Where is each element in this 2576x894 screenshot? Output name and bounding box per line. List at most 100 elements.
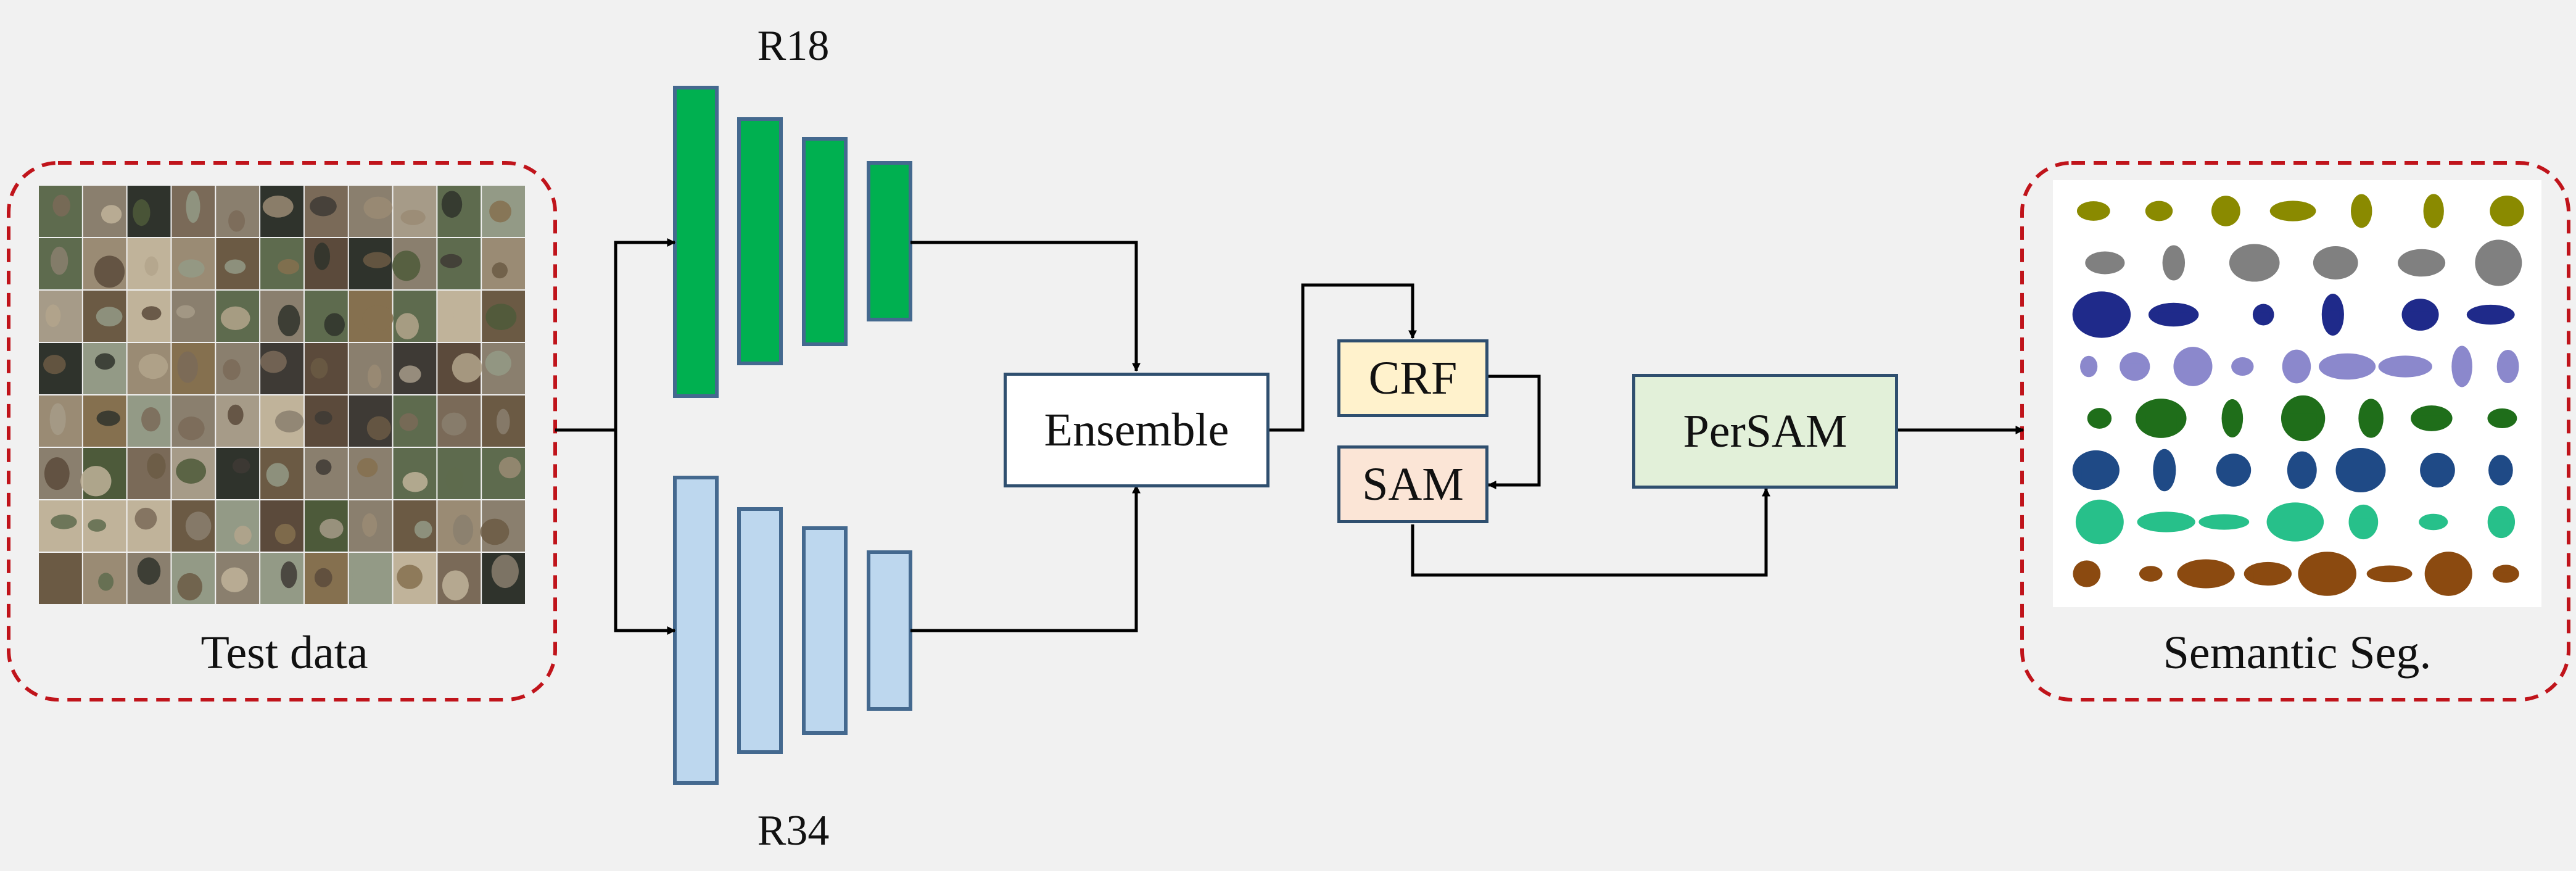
segmentation-mask: [2298, 552, 2356, 596]
photo-subject: [134, 507, 157, 530]
segmentation-mask: [2487, 408, 2517, 429]
segmentation-mask-part: [2407, 260, 2436, 273]
arrow-to-r18: [614, 238, 676, 430]
photo-subject: [43, 355, 66, 375]
segmentation-mask: [2466, 304, 2515, 325]
segmentation-mask-part: [2427, 207, 2440, 223]
segmentation-mask: [2475, 239, 2522, 286]
photo-subject: [366, 416, 391, 441]
segmentation-mask-part: [2419, 415, 2445, 428]
segmentation-mask: [2282, 349, 2311, 384]
photo-subject: [314, 242, 331, 270]
semantic-seg-label: Semantic Seg.: [2163, 627, 2432, 679]
segmentation-mask: [2076, 201, 2110, 221]
r18-layer-1: [673, 86, 719, 398]
photo-subject: [223, 359, 241, 381]
photo-subject: [228, 210, 246, 232]
r34-backbone: [673, 476, 912, 785]
photo-subject: [96, 307, 123, 327]
photo-subject: [96, 410, 120, 426]
crf-node: CRF: [1337, 339, 1488, 417]
segmentation-masks: [2072, 194, 2524, 596]
photo-subject: [141, 306, 162, 321]
segmentation-mask: [2139, 566, 2163, 582]
photo-subject: [452, 353, 482, 383]
segmentation-mask-part: [2158, 312, 2189, 323]
segmentation-mask-part: [2424, 520, 2442, 528]
segmentation-mask-part: [2293, 466, 2311, 484]
photo-subject: [232, 458, 250, 474]
r34-layer-3: [802, 526, 848, 735]
photo-subject: [441, 191, 463, 218]
photo-subject: [45, 304, 61, 328]
photo-subject: [491, 554, 519, 589]
segmentation-mask-part: [2290, 413, 2317, 435]
photo-subject: [395, 313, 419, 339]
photo-subject: [281, 561, 297, 589]
photo-thumbnail: [171, 291, 215, 342]
segmentation-mask-part: [2125, 363, 2144, 377]
photo-subject: [141, 407, 161, 432]
r18-label: R18: [757, 22, 830, 70]
r18-layer-4: [867, 161, 912, 321]
photo-subject: [399, 413, 418, 431]
photo-subject: [363, 252, 391, 268]
photo-subject: [278, 259, 300, 275]
photo-subject: [228, 404, 244, 425]
segmentation-mask-part: [2081, 466, 2110, 484]
photo-subject: [392, 250, 421, 281]
segmentation-mask-part: [2493, 518, 2510, 534]
photo-subject: [368, 364, 382, 389]
photo-subject: [147, 453, 166, 479]
photo-thumbnail: [216, 500, 260, 552]
photo-subject: [185, 511, 212, 540]
segmentation-mask-part: [2409, 311, 2432, 326]
photo-subject: [225, 259, 246, 274]
segmentation-mask-part: [2239, 259, 2270, 276]
segmentation-mask-part: [2501, 363, 2515, 378]
segmentation-mask: [2318, 353, 2376, 380]
photo-subject: [178, 259, 205, 278]
photo-subject: [52, 194, 70, 217]
segmentation-mask: [2378, 355, 2432, 378]
photo-subject: [94, 353, 115, 370]
segmentation-mask: [2269, 201, 2316, 221]
photo-subject: [138, 354, 168, 379]
r18-backbone: [673, 86, 912, 398]
photo-subject: [49, 403, 66, 436]
photo-subject: [44, 457, 70, 490]
segmentation-mask-part: [2498, 572, 2514, 581]
photo-subject: [98, 573, 114, 591]
segmentation-mask-part: [2496, 207, 2517, 222]
photo-subject: [177, 351, 198, 383]
photo-subject: [221, 567, 248, 592]
r34-layer-4: [867, 550, 912, 711]
photo-subject: [50, 246, 68, 275]
segmentation-mask: [2177, 559, 2235, 589]
photo-subject: [137, 557, 161, 585]
segmentation-mask: [2072, 291, 2131, 338]
photo-subject: [88, 519, 107, 532]
ensemble-node: Ensemble: [1004, 373, 1269, 487]
photo-subject: [442, 570, 469, 601]
photo-subject: [352, 561, 371, 592]
segmentation-mask: [2335, 447, 2386, 493]
segmentation-mask-part: [2092, 416, 2107, 426]
photo-subject: [310, 196, 337, 217]
photo-subject: [51, 514, 77, 529]
photo-subject: [489, 201, 511, 223]
photo-subject: [315, 411, 332, 425]
arrow-r34-to-ensemble: [910, 484, 1141, 632]
photo-subject: [480, 518, 510, 545]
photo-subject: [402, 471, 428, 492]
photo-subject: [178, 416, 205, 441]
persam-node: PerSAM: [1632, 374, 1898, 489]
segmentation-mask: [2351, 194, 2372, 228]
r18-layer-3: [802, 137, 848, 346]
photo-subject: [485, 304, 517, 331]
photo-subject: [262, 196, 294, 218]
connectors: [555, 238, 2025, 635]
r34-label: R34: [757, 807, 830, 855]
segmentation-mask-part: [2326, 310, 2340, 329]
